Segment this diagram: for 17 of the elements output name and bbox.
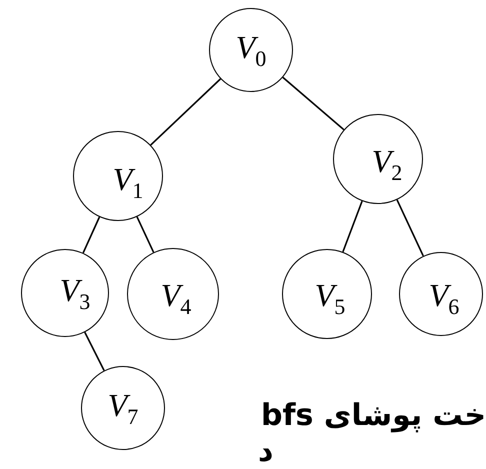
connector-line [82, 216, 100, 254]
vertex-label: V$_{1}$ [112, 160, 144, 202]
caption-text: خت پوشای bfs [261, 398, 486, 434]
connector-line [396, 199, 424, 256]
vertex-label: V$_{7}$ [108, 388, 138, 428]
connector-line [84, 332, 105, 371]
vertex-label: V$_{3}$ [58, 274, 90, 312]
vertex-label: V$_{5}$ [314, 276, 346, 318]
vertex-label: V$_{6}$ [428, 276, 460, 318]
vertex-label: V$_{4}$ [160, 276, 192, 318]
vertex-label: V$_{2}$ [370, 142, 402, 184]
connector-line [150, 78, 222, 146]
connector-line [282, 76, 344, 130]
connector-line [136, 216, 154, 253]
caption-text: د [258, 434, 274, 469]
vertex-label: V$_{0}$ [236, 30, 266, 70]
connector-line [342, 200, 363, 252]
